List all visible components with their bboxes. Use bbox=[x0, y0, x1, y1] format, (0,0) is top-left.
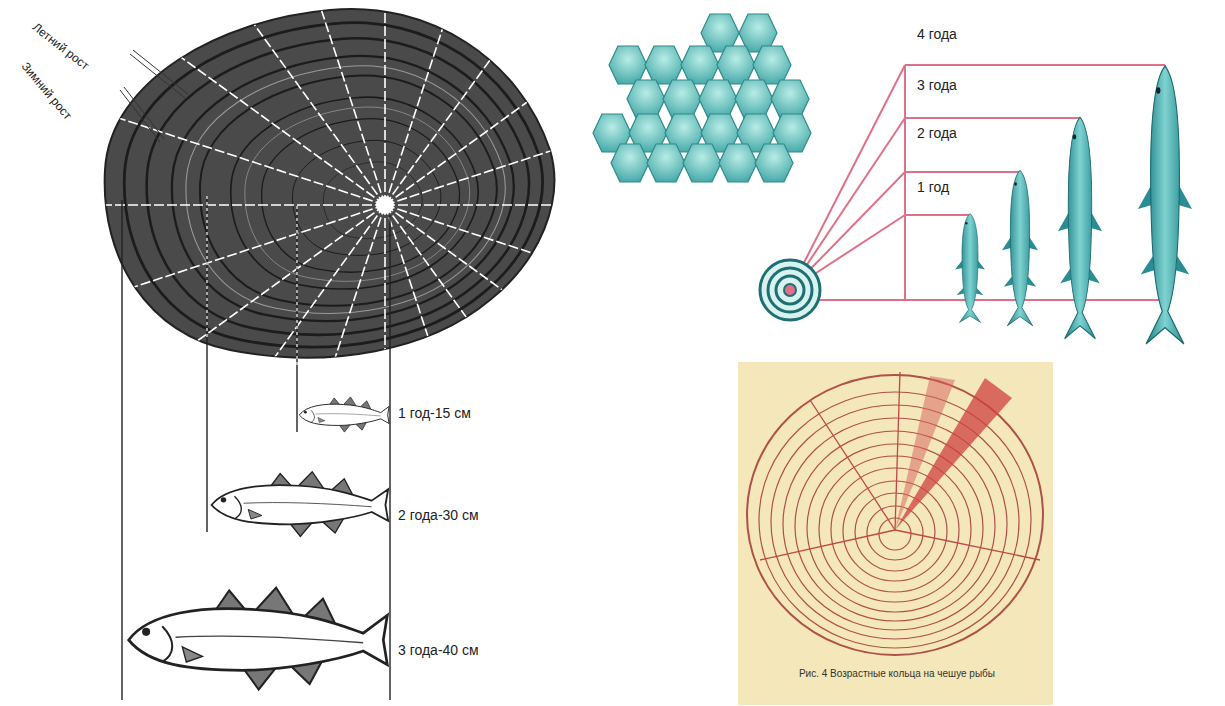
age-label: 1 год bbox=[915, 179, 951, 195]
fish-1 bbox=[299, 397, 389, 432]
leader-lines bbox=[120, 50, 188, 142]
scale-drawing bbox=[85, 0, 685, 505]
age-label: 3 года bbox=[915, 77, 959, 93]
age-length-label: 1 год-15 см bbox=[396, 405, 473, 421]
salmon-4 bbox=[1138, 66, 1192, 344]
measure-lines bbox=[122, 196, 390, 700]
age-length-label: 3 года-40 см bbox=[396, 642, 481, 658]
age-length-label: 2 года-30 см bbox=[396, 507, 481, 523]
figure-caption: Рис. 4 Возрастные кольца на чешуе рыбы bbox=[760, 668, 1034, 680]
age-label: 4 года bbox=[915, 26, 959, 42]
scale-rings bbox=[760, 260, 820, 320]
growth-label: Летний рост bbox=[28, 19, 93, 74]
growth-label: Зимний рост bbox=[17, 58, 75, 124]
age-label: 2 года bbox=[915, 125, 959, 141]
salmon-3 bbox=[1058, 117, 1102, 338]
salmon-1 bbox=[955, 214, 985, 323]
scale-photo bbox=[738, 362, 1053, 705]
scales-cluster bbox=[593, 14, 811, 182]
fish-3 bbox=[129, 588, 388, 690]
fish-2 bbox=[212, 472, 389, 537]
salmon-2 bbox=[1002, 170, 1038, 325]
